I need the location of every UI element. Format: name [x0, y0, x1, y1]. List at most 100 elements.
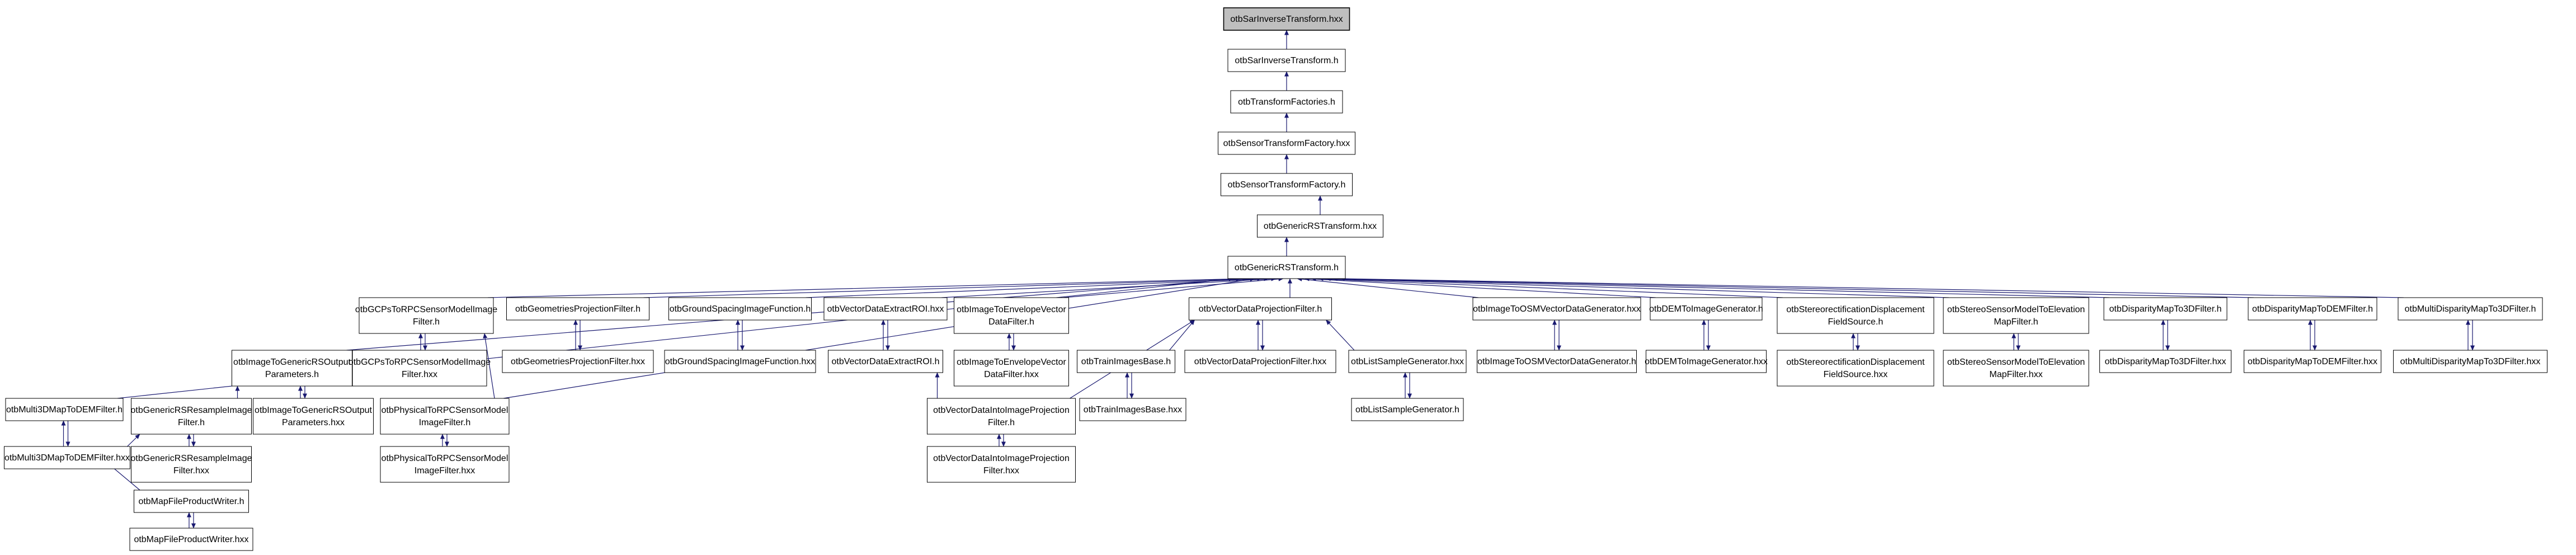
node-sar-inverse-transform-hxx[interactable]: otbSarInverseTransform.hxx [1223, 7, 1350, 31]
node-box-gcps-to-rpc-sensor-model-image-filter-h[interactable] [359, 297, 494, 334]
node-generic-rs-transform-h[interactable]: otbGenericRSTransform.h [1227, 256, 1346, 279]
node-dem-to-image-generator-h[interactable]: otbDEMToImageGenerator.h [1649, 297, 1763, 321]
node-train-images-base-hxx[interactable]: otbTrainImagesBase.hxx [1079, 398, 1186, 421]
node-disparity-map-to-3d-filter-hxx[interactable]: otbDisparityMapTo3DFilter.hxx [2099, 350, 2231, 373]
node-multi-3d-map-to-dem-filter-hxx[interactable]: otbMulti3DMapToDEMFilter.hxx [4, 446, 130, 469]
node-box-list-sample-generator-hxx[interactable] [1348, 350, 1467, 373]
node-box-physical-to-rpc-sensor-model-image-filter-hxx[interactable] [380, 446, 510, 483]
node-box-stereorectification-displacement-field-source-h[interactable] [1777, 297, 1934, 334]
node-box-multi-disparity-map-to-3d-filter-hxx[interactable] [2393, 350, 2547, 373]
node-ground-spacing-image-function-h[interactable]: otbGroundSpacingImageFunction.h [668, 297, 812, 321]
node-disparity-map-to-3d-filter-h[interactable]: otbDisparityMapTo3DFilter.h [2103, 297, 2227, 321]
node-image-to-osm-vector-data-generator-h[interactable]: otbImageToOSMVectorDataGenerator.h [1477, 350, 1637, 373]
node-box-vector-data-projection-filter-hxx[interactable] [1184, 350, 1336, 373]
node-box-vector-data-extract-roi-hxx[interactable] [823, 297, 948, 321]
node-vector-data-projection-filter-h[interactable]: otbVectorDataProjectionFilter.h [1189, 297, 1332, 321]
node-box-sar-inverse-transform-hxx[interactable] [1223, 7, 1350, 31]
node-box-ground-spacing-image-function-h[interactable] [668, 297, 812, 321]
node-box-sensor-transform-factory-hxx[interactable] [1218, 131, 1355, 155]
node-box-stereo-sensor-model-to-elevation-map-filter-hxx[interactable] [1943, 350, 2089, 387]
node-box-transform-factories-h[interactable] [1230, 90, 1343, 114]
node-box-train-images-base-h[interactable] [1077, 350, 1175, 373]
node-multi-disparity-map-to-3d-filter-h[interactable]: otbMultiDisparityMapTo3DFilter.h [2398, 297, 2543, 321]
node-box-train-images-base-hxx[interactable] [1079, 398, 1186, 421]
node-box-vector-data-projection-filter-h[interactable] [1189, 297, 1332, 321]
node-sensor-transform-factory-hxx[interactable]: otbSensorTransformFactory.hxx [1218, 131, 1355, 155]
node-generic-rs-transform-hxx[interactable]: otbGenericRSTransform.hxx [1257, 214, 1383, 238]
node-sensor-transform-factory-h[interactable]: otbSensorTransformFactory.h [1221, 173, 1353, 196]
node-box-vector-data-into-image-projection-filter-h[interactable] [927, 398, 1076, 435]
node-box-map-file-product-writer-hxx[interactable] [129, 528, 253, 551]
node-list-sample-generator-h[interactable]: otbListSampleGenerator.h [1351, 398, 1464, 421]
edge-stereorectification-displacement-field-source-h--generic-rs-transform-h [1311, 276, 1783, 298]
node-box-multi-3d-map-to-dem-filter-h[interactable] [5, 398, 124, 421]
node-box-image-to-generic-rs-output-parameters-h[interactable] [232, 350, 352, 387]
node-list-sample-generator-hxx[interactable]: otbListSampleGenerator.hxx [1348, 350, 1467, 373]
node-dem-to-image-generator-hxx[interactable]: otbDEMToImageGenerator.hxx [1645, 350, 1768, 373]
node-map-file-product-writer-h[interactable]: otbMapFileProductWriter.h [134, 490, 249, 513]
node-multi-disparity-map-to-3d-filter-hxx[interactable]: otbMultiDisparityMapTo3DFilter.hxx [2393, 350, 2547, 373]
node-transform-factories-h[interactable]: otbTransformFactories.h [1230, 90, 1343, 114]
node-vector-data-projection-filter-hxx[interactable]: otbVectorDataProjectionFilter.hxx [1184, 350, 1336, 373]
node-box-stereo-sensor-model-to-elevation-map-filter-h[interactable] [1943, 297, 2089, 334]
node-box-stereorectification-displacement-field-source-hxx[interactable] [1777, 350, 1934, 387]
node-box-sar-inverse-transform-h[interactable] [1227, 49, 1346, 72]
node-multi-3d-map-to-dem-filter-h[interactable]: otbMulti3DMapToDEMFilter.h [5, 398, 124, 421]
node-box-image-to-envelope-vector-data-filter-hxx[interactable] [954, 350, 1069, 387]
node-disparity-map-to-dem-filter-h[interactable]: otbDisparityMapToDEMFilter.h [2248, 297, 2377, 321]
node-box-list-sample-generator-h[interactable] [1351, 398, 1464, 421]
node-box-multi-3d-map-to-dem-filter-hxx[interactable] [4, 446, 130, 469]
node-box-image-to-generic-rs-output-parameters-hxx[interactable] [253, 398, 374, 435]
node-vector-data-extract-roi-hxx[interactable]: otbVectorDataExtractROI.hxx [823, 297, 948, 321]
node-geometries-projection-filter-hxx[interactable]: otbGeometriesProjectionFilter.hxx [502, 350, 654, 373]
node-box-generic-rs-transform-hxx[interactable] [1257, 214, 1383, 238]
node-geometries-projection-filter-h[interactable]: otbGeometriesProjectionFilter.h [506, 297, 649, 321]
node-box-dem-to-image-generator-hxx[interactable] [1646, 350, 1767, 373]
node-box-multi-disparity-map-to-3d-filter-h[interactable] [2398, 297, 2543, 321]
node-box-generic-rs-resample-image-filter-hxx[interactable] [131, 446, 252, 483]
node-vector-data-extract-roi-h[interactable]: otbVectorDataExtractROI.h [828, 350, 943, 373]
node-box-dem-to-image-generator-h[interactable] [1650, 297, 1763, 321]
node-box-sensor-transform-factory-h[interactable] [1221, 173, 1353, 196]
node-box-disparity-map-to-3d-filter-h[interactable] [2103, 297, 2227, 321]
node-box-disparity-map-to-3d-filter-hxx[interactable] [2099, 350, 2231, 373]
node-box-geometries-projection-filter-h[interactable] [506, 297, 649, 321]
node-box-image-to-osm-vector-data-generator-h[interactable] [1477, 350, 1637, 373]
node-map-file-product-writer-hxx[interactable]: otbMapFileProductWriter.hxx [129, 528, 253, 551]
node-box-vector-data-into-image-projection-filter-hxx[interactable] [927, 446, 1076, 483]
node-box-disparity-map-to-dem-filter-hxx[interactable] [2244, 350, 2381, 373]
node-box-disparity-map-to-dem-filter-h[interactable] [2248, 297, 2377, 321]
node-box-generic-rs-resample-image-filter-h[interactable] [131, 398, 252, 435]
node-sar-inverse-transform-h[interactable]: otbSarInverseTransform.h [1227, 49, 1346, 72]
node-box-geometries-projection-filter-hxx[interactable] [502, 350, 654, 373]
node-box-gcps-to-rpc-sensor-model-image-filter-hxx[interactable] [352, 350, 487, 387]
node-ground-spacing-image-function-hxx[interactable]: otbGroundSpacingImageFunction.hxx [664, 350, 816, 373]
node-image-to-osm-vector-data-generator-hxx[interactable]: otbImageToOSMVectorDataGenerator.hxx [1472, 297, 1641, 321]
node-box-ground-spacing-image-function-hxx[interactable] [664, 350, 816, 373]
node-box-image-to-osm-vector-data-generator-hxx[interactable] [1472, 297, 1641, 321]
node-box-vector-data-extract-roi-h[interactable] [828, 350, 943, 373]
node-box-image-to-envelope-vector-data-filter-h[interactable] [954, 297, 1069, 334]
node-box-map-file-product-writer-h[interactable] [134, 490, 249, 513]
node-train-images-base-h[interactable]: otbTrainImagesBase.h [1077, 350, 1175, 373]
node-box-physical-to-rpc-sensor-model-image-filter-h[interactable] [380, 398, 510, 435]
node-disparity-map-to-dem-filter-hxx[interactable]: otbDisparityMapToDEMFilter.hxx [2244, 350, 2381, 373]
node-box-generic-rs-transform-h[interactable] [1227, 256, 1346, 279]
